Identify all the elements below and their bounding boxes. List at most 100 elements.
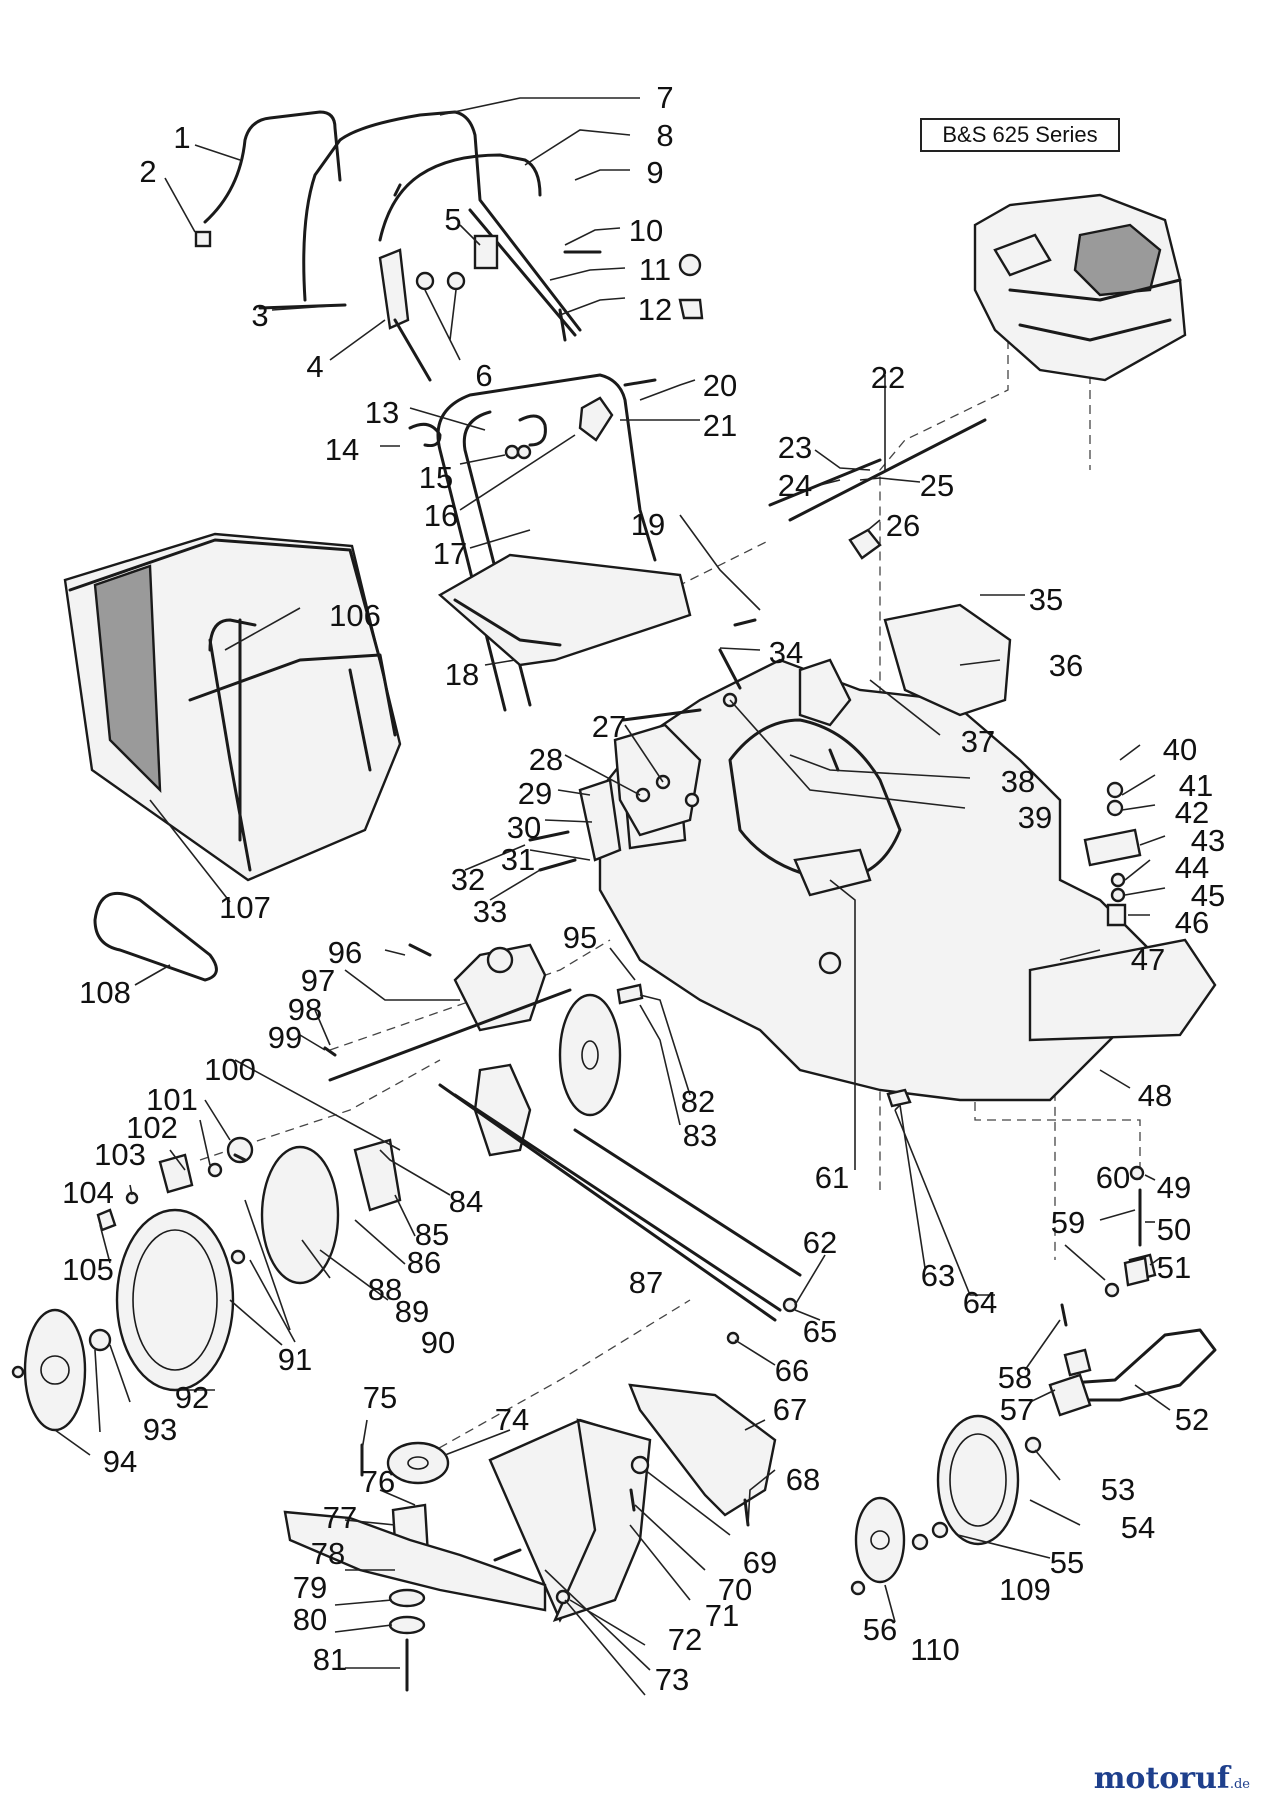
part-number-73: 73 <box>655 1662 689 1697</box>
part-number-102: 102 <box>126 1110 178 1145</box>
part-number-18: 18 <box>445 657 479 692</box>
part-number-57: 57 <box>1000 1392 1034 1427</box>
part-number-4: 4 <box>306 349 323 384</box>
part-number-29: 29 <box>518 776 552 811</box>
part-number-15: 15 <box>419 460 453 495</box>
part-number-95: 95 <box>563 920 597 955</box>
gearbox-assembly <box>323 943 572 1082</box>
part-number-37: 37 <box>961 724 995 759</box>
engine <box>973 193 1187 382</box>
part-number-98: 98 <box>288 992 322 1027</box>
part-number-32: 32 <box>451 862 485 897</box>
part-number-89: 89 <box>395 1294 429 1329</box>
part-number-108: 108 <box>79 975 131 1010</box>
v-belt <box>93 891 218 982</box>
part-number-80: 80 <box>293 1602 327 1637</box>
part-number-58: 58 <box>998 1360 1032 1395</box>
part-number-41: 41 <box>1179 768 1213 803</box>
part-number-2: 2 <box>139 154 156 189</box>
part-number-68: 68 <box>786 1462 820 1497</box>
part-number-3: 3 <box>251 298 268 333</box>
part-number-110: 110 <box>910 1632 959 1667</box>
control-rod <box>768 418 987 560</box>
part-number-75: 75 <box>363 1380 397 1415</box>
part-number-14: 14 <box>325 432 359 467</box>
part-number-8: 8 <box>656 118 673 153</box>
part-number-51: 51 <box>1157 1250 1191 1285</box>
leader-lines <box>54 97 1171 1696</box>
part-number-13: 13 <box>365 395 399 430</box>
lower-handle <box>408 373 757 712</box>
upper-handle <box>203 110 582 337</box>
part-number-106: 106 <box>329 598 381 633</box>
part-number-74: 74 <box>495 1402 529 1437</box>
part-number-63: 63 <box>921 1258 955 1293</box>
brand-name: motoruf <box>1093 1761 1230 1796</box>
part-number-36: 36 <box>1049 648 1083 683</box>
part-number-47: 47 <box>1131 942 1165 977</box>
part-number-38: 38 <box>1001 764 1035 799</box>
part-number-88: 88 <box>368 1272 402 1307</box>
part-number-99: 99 <box>268 1020 302 1055</box>
engine-cover <box>718 603 1012 772</box>
part-number-81: 81 <box>313 1642 347 1677</box>
part-number-44: 44 <box>1175 850 1209 885</box>
part-number-25: 25 <box>920 468 954 503</box>
rear-wheel-assembly <box>11 1063 532 1432</box>
part-number-65: 65 <box>803 1314 837 1349</box>
part-number-34: 34 <box>769 635 803 670</box>
part-number-22: 22 <box>871 360 905 395</box>
part-number-97: 97 <box>301 963 335 998</box>
part-number-24: 24 <box>778 468 812 503</box>
rear-bracket <box>528 708 702 872</box>
part-number-53: 53 <box>1101 1472 1135 1507</box>
part-number-35: 35 <box>1029 582 1063 617</box>
part-number-52: 52 <box>1175 1402 1209 1437</box>
part-number-31: 31 <box>501 842 535 877</box>
part-number-6: 6 <box>475 358 492 393</box>
rear-axle <box>438 1083 802 1345</box>
part-number-71: 71 <box>705 1598 739 1633</box>
blade-assembly <box>283 1441 547 1692</box>
part-number-7: 7 <box>656 80 673 115</box>
part-number-27: 27 <box>592 709 626 744</box>
brand-tld: .de <box>1229 1777 1250 1792</box>
part-number-109: 109 <box>999 1572 1051 1607</box>
part-number-19: 19 <box>631 507 665 542</box>
part-number-21: 21 <box>703 408 737 443</box>
part-number-96: 96 <box>328 935 362 970</box>
part-number-17: 17 <box>433 536 467 571</box>
part-number-30: 30 <box>507 810 541 845</box>
part-number-87: 87 <box>629 1265 663 1300</box>
part-number-23: 23 <box>778 430 812 465</box>
part-number-101: 101 <box>146 1082 198 1117</box>
part-number-61: 61 <box>815 1160 849 1195</box>
part-number-104: 104 <box>62 1175 114 1210</box>
part-number-10: 10 <box>629 213 663 248</box>
part-number-100: 100 <box>204 1052 256 1087</box>
drive-disc <box>558 983 644 1117</box>
part-number-69: 69 <box>743 1545 777 1580</box>
part-number-107: 107 <box>219 890 271 925</box>
part-number-43: 43 <box>1191 823 1225 858</box>
part-number-90: 90 <box>421 1325 455 1360</box>
part-number-92: 92 <box>175 1380 209 1415</box>
part-number-64: 64 <box>963 1285 997 1320</box>
part-number-59: 59 <box>1051 1205 1085 1240</box>
part-number-46: 46 <box>1175 905 1209 940</box>
part-number-20: 20 <box>703 368 737 403</box>
part-number-67: 67 <box>773 1392 807 1427</box>
grass-catcher <box>63 532 402 882</box>
part-number-55: 55 <box>1050 1545 1084 1580</box>
part-number-91: 91 <box>278 1342 312 1377</box>
part-number-48: 48 <box>1138 1078 1172 1113</box>
part-number-42: 42 <box>1175 795 1209 830</box>
part-number-76: 76 <box>361 1464 395 1499</box>
part-number-33: 33 <box>473 894 507 929</box>
part-number-11: 11 <box>639 252 671 287</box>
brand-watermark: motoruf.de <box>1094 1761 1250 1796</box>
part-number-39: 39 <box>1018 800 1052 835</box>
part-number-54: 54 <box>1121 1510 1155 1545</box>
